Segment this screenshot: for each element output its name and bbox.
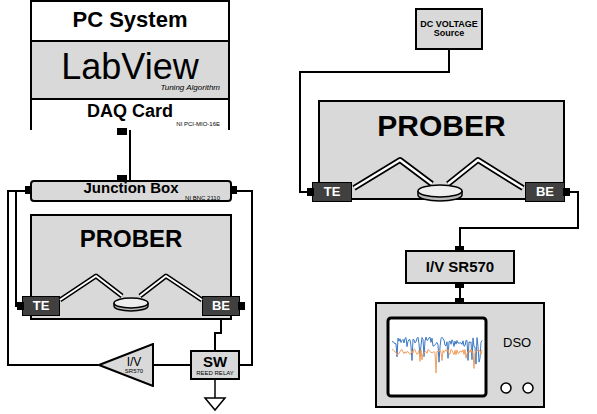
amplifier-triangle: I/VSR570: [98, 343, 154, 387]
node-sublabel: REED RELAY: [196, 370, 234, 376]
probe-arms: [60, 160, 523, 300]
wire-connector: [16, 191, 30, 306]
switch-box: SWREED RELAY: [190, 350, 240, 380]
node-label: BE: [536, 185, 554, 199]
wafer-disc: [114, 185, 462, 311]
wire-connector: [232, 191, 252, 365]
node-label: TE: [324, 185, 341, 199]
node-label: BE: [212, 299, 230, 313]
prober-box: PROBER TE BE: [30, 214, 232, 320]
wire-connector: [215, 316, 221, 350]
voltage-source-box: DC VOLTAGE Source: [415, 8, 483, 50]
terminal-box: BE: [202, 296, 240, 316]
node-label: DSO: [503, 336, 531, 350]
triangle-outline: [98, 343, 154, 387]
node-label: Junction Box: [83, 180, 178, 196]
node-label: DC VOLTAGE Source: [419, 20, 479, 39]
node-label: DAQ Card: [87, 102, 173, 121]
daq-card-band: DAQ CardNI PCI-MIO-16E: [32, 100, 228, 130]
ground-symbol: [205, 380, 225, 410]
terminal-box: TE: [22, 296, 60, 316]
terminal-box: TE: [312, 182, 352, 202]
wire-connector: [154, 364, 190, 366]
node-sublabel: NI PCI-MIO-16E: [176, 121, 220, 127]
node-label: PROBER: [377, 110, 505, 142]
pc-system-box: PC SystemLabViewTuning AlgorithmDAQ Card…: [30, 0, 230, 130]
prober-box: PROBER TE BE: [318, 100, 565, 200]
terminal-box: BE: [525, 182, 565, 202]
node-label: TE: [33, 299, 50, 313]
node-label: PROBER: [80, 226, 183, 251]
node-label: SW: [203, 354, 227, 370]
node-label: PC System: [73, 8, 188, 31]
connector-plugs: [17, 128, 570, 310]
software-band: LabViewTuning Algorithm: [32, 40, 228, 100]
junction-box: Junction Box NI BNC 2110: [30, 180, 232, 202]
node-sublabel: Tuning Algorithm: [160, 84, 220, 92]
wire-connector: [129, 130, 131, 180]
node-sublabel: NI BNC 2110: [185, 195, 220, 201]
node-label: I/V: [127, 356, 142, 369]
amplifier-box: I/V SR570: [405, 250, 515, 284]
node-label: I/V SR570: [426, 259, 494, 275]
wire-connector: [459, 284, 461, 302]
oscilloscope-box: DSO: [375, 302, 545, 408]
node-sublabel: SR570: [125, 368, 143, 374]
node-label: LabView: [61, 48, 198, 86]
oscilloscope-screen: [388, 318, 533, 396]
